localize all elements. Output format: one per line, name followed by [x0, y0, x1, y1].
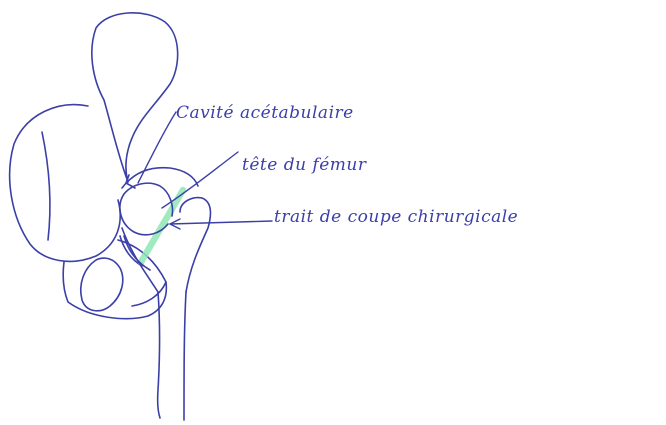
- surgical-cut-label: trait de coupe chirurgicale: [274, 207, 518, 227]
- acetabulum-label: Cavité acétabulaire: [176, 103, 354, 123]
- femoral-head-label: tête du fémur: [242, 155, 367, 175]
